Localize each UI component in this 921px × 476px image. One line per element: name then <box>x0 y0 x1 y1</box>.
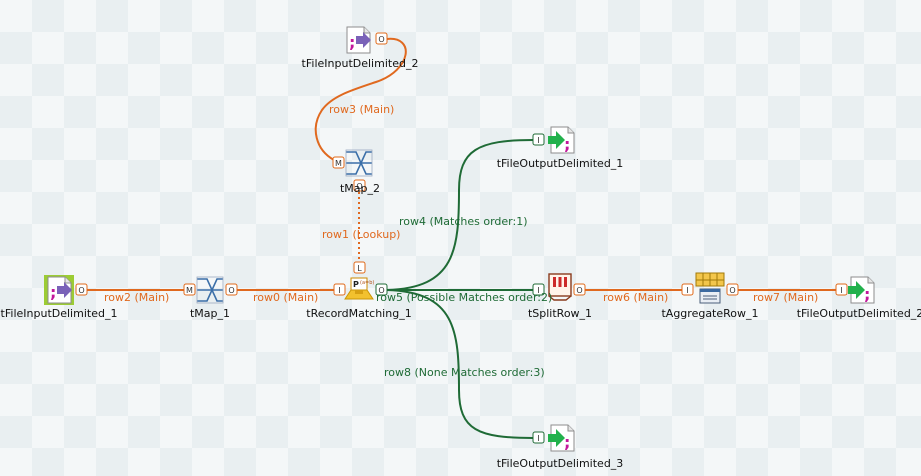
svg-text:I: I <box>537 434 539 443</box>
flow-row8-line[interactable] <box>386 289 534 439</box>
port-output-tmap2[interactable] <box>353 179 366 192</box>
svg-text:P: P <box>353 280 359 289</box>
svg-text:I: I <box>537 136 539 145</box>
flow-label-row2[interactable]: row2 (Main) <box>104 291 170 304</box>
port-lookup-trm[interactable] <box>353 261 366 274</box>
tmap-icon <box>345 149 373 177</box>
port-input-fod1[interactable] <box>532 133 545 146</box>
port-output-agg[interactable] <box>726 283 739 296</box>
port-output-fid1[interactable] <box>75 283 88 296</box>
svg-text:O: O <box>228 286 234 295</box>
component-tfileinputdelimited-2[interactable]: ; <box>346 26 371 54</box>
svg-text:O: O <box>378 35 384 44</box>
flow-label-row8[interactable]: row8 (None Matches order:3) <box>384 366 545 379</box>
component-label: tFileInputDelimited_1 <box>0 307 118 320</box>
port-output-fid2[interactable] <box>375 32 388 45</box>
component-label: tFileOutputDelimited_3 <box>496 457 624 470</box>
flow-label-row0[interactable]: row0 (Main) <box>253 291 319 304</box>
port-input-split[interactable] <box>532 283 545 296</box>
flow-label-row4[interactable]: row4 (Matches order:1) <box>399 215 528 228</box>
svg-text:I: I <box>537 286 539 295</box>
component-tfileoutputdelimited-1[interactable]: ; <box>548 126 575 154</box>
flow-row4-line[interactable] <box>386 139 534 291</box>
component-label: tMap_1 <box>189 307 231 320</box>
svg-text:;: ; <box>50 283 56 302</box>
svg-text:M: M <box>186 286 193 295</box>
svg-text:;: ; <box>864 285 870 304</box>
port-output-tmap1[interactable] <box>225 283 238 296</box>
component-tmap-2[interactable] <box>345 149 373 177</box>
component-tfileoutputdelimited-2[interactable]: ; <box>848 276 875 304</box>
file-input-icon: ; <box>47 276 72 304</box>
flow-label-row7[interactable]: row7 (Main) <box>753 291 819 304</box>
file-output-icon: ; <box>548 424 575 452</box>
flow-label-row1[interactable]: row1 (Lookup) <box>322 228 401 241</box>
svg-text:I: I <box>840 286 842 295</box>
svg-text:;: ; <box>564 433 570 452</box>
aggregate-icon <box>695 272 725 304</box>
svg-text:M: M <box>335 159 342 168</box>
component-label: tAggregateRow_1 <box>661 307 759 320</box>
split-row-icon <box>548 273 572 301</box>
flow-label-row5[interactable]: row5 (Possible Matches order:2) <box>376 291 553 304</box>
tmap-icon <box>196 276 224 304</box>
component-tmap-1[interactable] <box>196 276 224 304</box>
port-output-split[interactable] <box>573 283 586 296</box>
port-input-agg[interactable] <box>681 283 694 296</box>
svg-text:(a=b): (a=b) <box>360 280 374 286</box>
port-input-fod3[interactable] <box>532 431 545 444</box>
svg-text:I: I <box>686 286 688 295</box>
component-tfileoutputdelimited-3[interactable]: ; <box>548 424 575 452</box>
svg-text:O: O <box>576 286 582 295</box>
flow-row3-line[interactable] <box>314 37 407 161</box>
record-matching-icon: P (a=b) <box>344 277 374 300</box>
svg-text:O: O <box>78 286 84 295</box>
component-taggregaterow-1[interactable] <box>695 272 725 304</box>
component-label: tMap_2 <box>339 182 381 195</box>
svg-text:;: ; <box>564 135 570 154</box>
port-input-fod2[interactable] <box>835 283 848 296</box>
port-output-trm[interactable] <box>375 283 388 296</box>
file-input-icon: ; <box>346 26 371 54</box>
component-label: tSplitRow_1 <box>527 307 593 320</box>
svg-text:;: ; <box>349 33 355 52</box>
component-label: tFileOutputDelimited_2 <box>796 307 921 320</box>
file-output-icon: ; <box>548 126 575 154</box>
svg-text:O: O <box>356 182 362 191</box>
file-output-icon: ; <box>848 276 875 304</box>
svg-text:L: L <box>357 264 362 273</box>
svg-text:I: I <box>338 286 340 295</box>
component-label: tRecordMatching_1 <box>306 307 412 320</box>
svg-text:O: O <box>729 286 735 295</box>
port-main-tmap2[interactable] <box>332 156 345 169</box>
flow-label-row3[interactable]: row3 (Main) <box>329 103 395 116</box>
component-trecordmatching-1[interactable]: P (a=b) <box>344 277 374 300</box>
flow-label-row6[interactable]: row6 (Main) <box>603 291 669 304</box>
port-main-tmap1[interactable] <box>183 283 196 296</box>
component-tsplitrow-1[interactable] <box>548 273 572 301</box>
component-label: tFileInputDelimited_2 <box>301 57 419 70</box>
component-label: tFileOutputDelimited_1 <box>496 157 624 170</box>
svg-text:O: O <box>378 286 384 295</box>
component-tfileinputdelimited-1[interactable]: ; <box>44 275 74 305</box>
port-input-trm[interactable] <box>333 283 346 296</box>
